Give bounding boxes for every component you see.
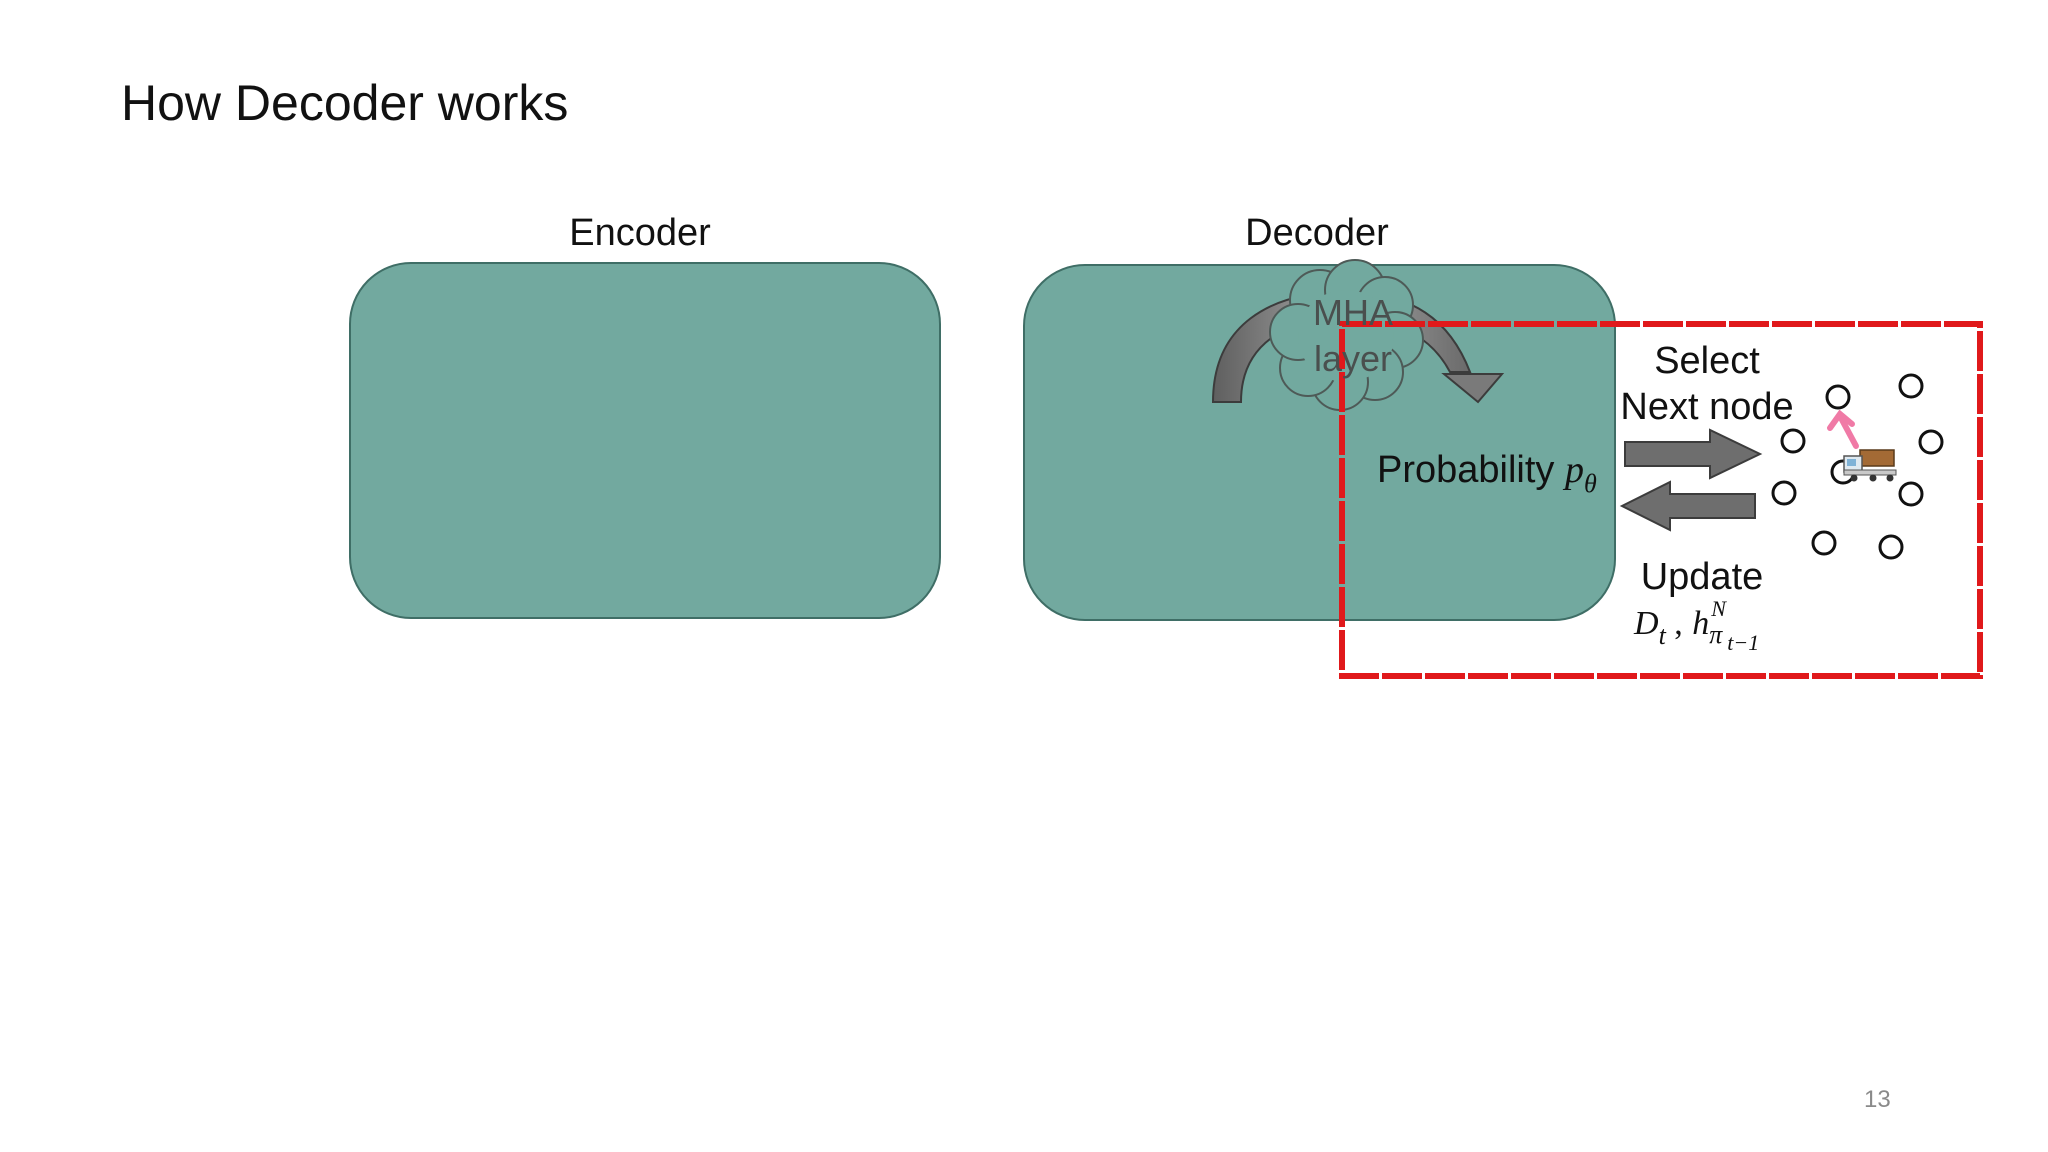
update-d-sub: t — [1658, 621, 1666, 650]
probability-text: Probability — [1377, 449, 1555, 491]
probability-subscript: θ — [1583, 469, 1597, 498]
encoder-label: Encoder — [569, 212, 711, 254]
node — [1825, 384, 1851, 410]
probability-label: Probability pθ — [1377, 448, 1597, 499]
probability-symbol: p — [1564, 449, 1584, 491]
update-label: Update — [1640, 556, 1764, 598]
select-arrow — [1624, 428, 1763, 480]
update-d: D — [1634, 605, 1659, 642]
node — [1811, 530, 1837, 556]
mha-line2: layer — [1313, 338, 1393, 379]
node — [1878, 534, 1904, 560]
update-h-subsub: t−1 — [1727, 630, 1760, 655]
mha-layer-label: MHA layer — [1293, 290, 1413, 382]
node — [1898, 481, 1924, 507]
decoder-label: Decoder — [1245, 212, 1389, 254]
select-line2: Next node — [1620, 386, 1794, 428]
node — [1898, 373, 1924, 399]
move-arrow — [1827, 409, 1859, 449]
highlight-box — [1339, 321, 1983, 679]
node — [1771, 480, 1797, 506]
truck-icon — [1843, 449, 1897, 482]
node — [1780, 428, 1806, 454]
update-h: h — [1692, 605, 1710, 642]
select-line1: Select — [1654, 340, 1760, 382]
update-h-sup: N — [1711, 596, 1726, 621]
mha-line1: MHA — [1313, 292, 1393, 333]
graph-nodes — [1771, 373, 1944, 560]
update-separator: , — [1665, 605, 1683, 642]
node — [1918, 429, 1944, 455]
mha-cloud — [1269, 259, 1424, 411]
update-h-scripts: N π t−1 — [1709, 596, 1789, 655]
page-number: 13 — [1864, 1086, 1891, 1113]
update-arrow — [1619, 480, 1756, 532]
encoder-block — [349, 262, 941, 619]
select-next-node-label: Select Next node — [1612, 338, 1802, 430]
slide-title: How Decoder works — [121, 75, 569, 131]
update-h-sub: π — [1709, 620, 1723, 649]
update-formula: Dt , h N π t−1 — [1634, 596, 1789, 655]
